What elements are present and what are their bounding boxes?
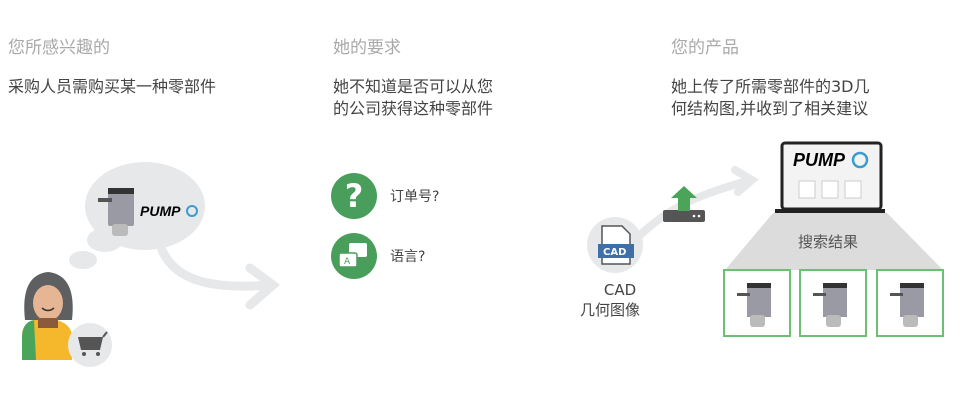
cad-badge: CAD [603,247,626,258]
pump-part-icon [813,283,847,327]
language-bubbles-icon: A [331,233,377,279]
col3-body-line2: 何结构图,并收到了相关建议 [671,99,869,118]
col2-heading: 她的要求 [333,38,401,58]
col1-body: 采购人员需购买某一种零部件 [8,77,217,96]
col3-body-line1: 她上传了所需零部件的3D几 [671,77,870,96]
cart-icon [78,331,108,356]
search-results-label: 搜索结果 [798,233,859,251]
woman-avatar-icon [22,272,73,360]
col3-heading: 您的产品 [671,38,739,58]
col1-heading: 您所感兴趣的 [8,38,110,58]
svg-text:A: A [344,257,351,267]
pump-part-icon [98,188,134,236]
buyer-illustration: PUMP [22,162,281,367]
pump-logo: PUMP [140,203,181,219]
col2-body-line1: 她不知道是否可以从您 [333,77,494,96]
laptop-icon: PUMP [775,141,885,213]
result-card[interactable] [799,269,867,337]
laptop-pump-logo: PUMP [793,150,846,170]
pump-part-icon [890,283,924,327]
result-card[interactable] [723,269,791,337]
pump-part-icon [737,283,771,327]
col2-body-line2: 的公司获得这种零部件 [333,99,494,118]
language-label: 语言? [390,249,426,265]
question-icon: ? [331,173,377,219]
cad-label-line1: CAD [603,281,637,299]
upload-illustration: CAD PUMP [587,141,943,273]
cad-label-line2: 几何图像 [580,301,641,319]
order-number-label: 订单号? [390,189,440,205]
upload-router-icon [663,186,705,222]
result-card[interactable] [876,269,944,337]
